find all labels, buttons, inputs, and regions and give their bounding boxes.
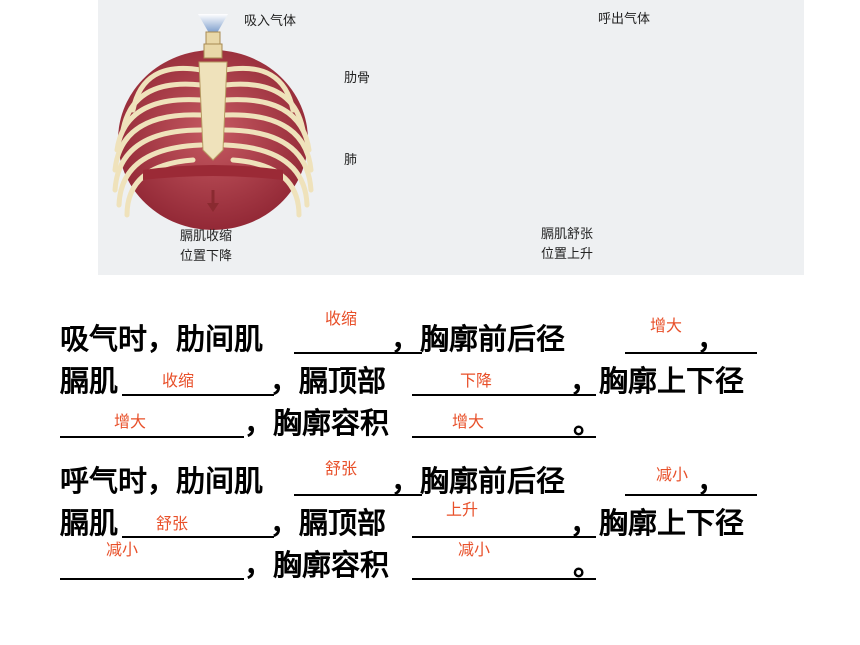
rib-cage-illustration: 吸入气体 呼出气体 肋骨 肺 膈肌收缩 位置下降 膈肌舒张 位置上升 <box>98 0 804 275</box>
inhale-l2-part2: ，膈顶部 <box>270 364 387 398</box>
inhale-label: 吸入气体 <box>244 14 297 29</box>
inhale-l1-part3: ， <box>697 322 727 356</box>
answer-inhale-up-down: 增大 <box>114 412 147 431</box>
exhale-l1-part1: 呼气时，肋间肌 <box>60 464 264 498</box>
blank-exhale-diaphragm[interactable] <box>122 536 274 538</box>
inhale-text-line2: 膈肌 ，膈顶部 ，胸廓上下径 <box>60 364 744 398</box>
answer-exhale-front-back: 减小 <box>656 465 689 484</box>
inhale-l3-part2: 。 <box>573 406 603 440</box>
answer-inhale-front-back: 增大 <box>650 316 683 335</box>
blank-exhale-up-down[interactable] <box>60 578 244 580</box>
diaphragm-contract-label-2: 位置下降 <box>180 249 233 264</box>
exhale-l3-part2: 。 <box>573 548 603 582</box>
diaphragm-relax-label-1: 膈肌舒张 <box>541 227 594 242</box>
exhale-text-line1: 呼气时，肋间肌 ，胸廓前后径 ， <box>60 464 726 498</box>
exhale-text-line2: 膈肌 ，膈顶部 ，胸廓上下径 <box>60 506 744 540</box>
inhale-l1-part2: ，胸廓前后径 <box>391 322 566 356</box>
answer-exhale-intercostal: 舒张 <box>325 459 358 478</box>
blank-exhale-intercostal[interactable] <box>294 494 422 496</box>
blank-inhale-diaphragm[interactable] <box>122 394 274 396</box>
inhale-l1-part1: 吸气时，肋间肌 <box>60 322 264 356</box>
blank-exhale-dome[interactable] <box>412 536 596 538</box>
blank-exhale-volume[interactable] <box>412 578 596 580</box>
answer-exhale-diaphragm: 舒张 <box>156 514 189 533</box>
rib-cage-expanded <box>112 31 314 230</box>
diaphragm-relax-label-2: 位置上升 <box>541 247 594 262</box>
answer-inhale-volume: 增大 <box>452 412 485 431</box>
rib-cage-diagram <box>112 14 314 230</box>
exhale-l3-part1: ，胸廓容积 <box>244 548 390 582</box>
inhale-arrow-icon <box>198 14 228 40</box>
exhale-l2-part2: ，膈顶部 <box>270 506 387 540</box>
inhale-l2-part1: 膈肌 <box>60 364 119 398</box>
inhale-text-line1: 吸气时，肋间肌 ，胸廓前后径 ， <box>60 322 726 356</box>
answer-exhale-volume: 减小 <box>458 540 491 559</box>
diaphragm-contract-label-1: 膈肌收缩 <box>180 229 233 244</box>
blank-inhale-front-back[interactable] <box>625 352 757 354</box>
exhale-label: 呼出气体 <box>598 12 651 27</box>
inhale-l3-part1: ，胸廓容积 <box>244 406 390 440</box>
exhale-l2-part1: 膈肌 <box>60 506 119 540</box>
blank-inhale-up-down[interactable] <box>60 436 244 438</box>
answer-exhale-dome: 上升 <box>446 500 479 519</box>
blank-inhale-dome[interactable] <box>412 394 596 396</box>
blank-exhale-front-back[interactable] <box>625 494 757 496</box>
exhale-text-line3: ，胸廓容积 。 <box>60 548 602 582</box>
inhale-l2-part3: ，胸廓上下径 <box>570 364 745 398</box>
answer-inhale-intercostal: 收缩 <box>325 309 358 328</box>
inhale-text-line3: ，胸廓容积 。 <box>60 406 602 440</box>
blank-inhale-volume[interactable] <box>412 436 596 438</box>
blank-inhale-intercostal[interactable] <box>294 352 422 354</box>
exhale-l1-part3: ， <box>697 464 727 498</box>
rib-label: 肋骨 <box>344 71 371 86</box>
answer-exhale-up-down: 减小 <box>106 540 139 559</box>
exhale-l1-part2: ，胸廓前后径 <box>391 464 566 498</box>
lung-label: 肺 <box>344 153 358 168</box>
answer-inhale-diaphragm: 收缩 <box>162 371 195 390</box>
exhale-l2-part3: ，胸廓上下径 <box>570 506 745 540</box>
answer-inhale-dome: 下降 <box>460 371 493 390</box>
